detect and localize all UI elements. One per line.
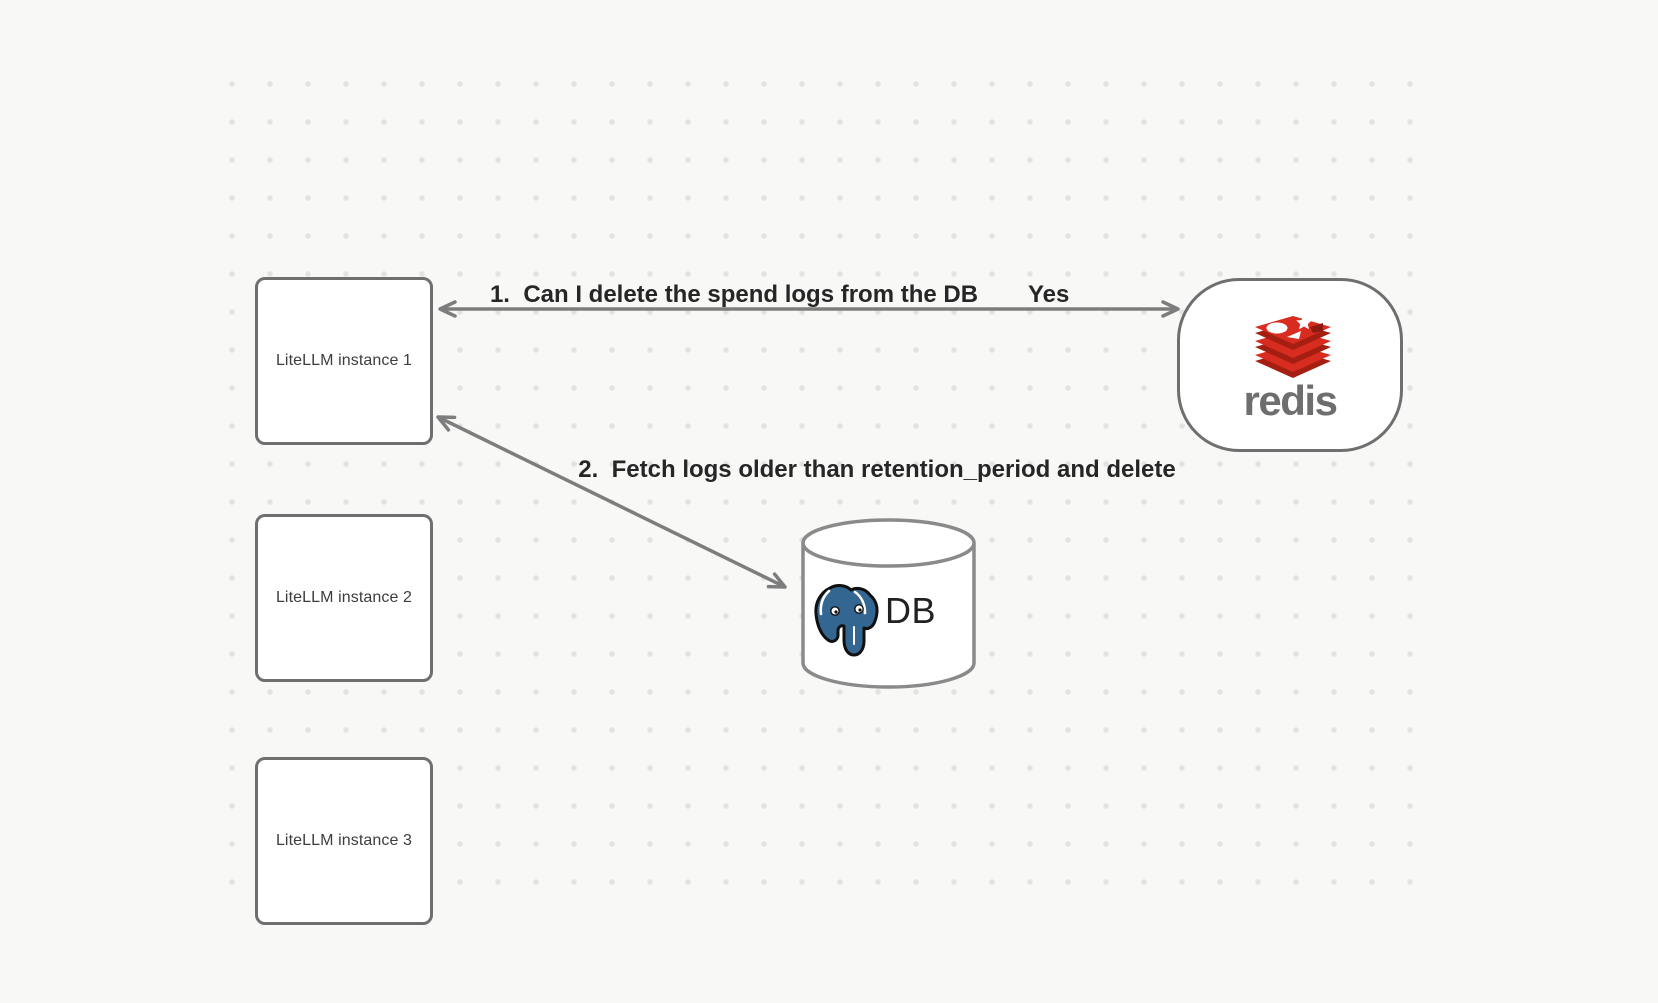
postgresql-elephant-icon [814, 584, 879, 657]
node-litellm-instance-2-label: LiteLLM instance 2 [275, 589, 413, 606]
node-redis-label: redis [1243, 377, 1338, 424]
edge-label-fetch-logs[interactable]: 2. Fetch logs older than retention_perio… [578, 456, 1176, 483]
node-postgres-db[interactable]: DB [799, 516, 978, 690]
redis-logo-icon [1255, 315, 1331, 378]
node-redis[interactable]: redis [1177, 278, 1403, 452]
node-litellm-instance-2[interactable]: LiteLLM instance 2 [255, 514, 433, 682]
node-litellm-instance-3[interactable]: LiteLLM instance 3 [255, 757, 433, 925]
edge-label-delete-spend-logs[interactable]: 1. Can I delete the spend logs from the … [489, 281, 979, 308]
edge-label-yes[interactable]: Yes [1028, 281, 1070, 308]
node-litellm-instance-1[interactable]: LiteLLM instance 1 [255, 277, 433, 445]
node-litellm-instance-1-label: LiteLLM instance 1 [275, 352, 413, 369]
node-postgres-db-label: DB [885, 590, 937, 631]
node-litellm-instance-3-label: LiteLLM instance 3 [275, 832, 413, 849]
